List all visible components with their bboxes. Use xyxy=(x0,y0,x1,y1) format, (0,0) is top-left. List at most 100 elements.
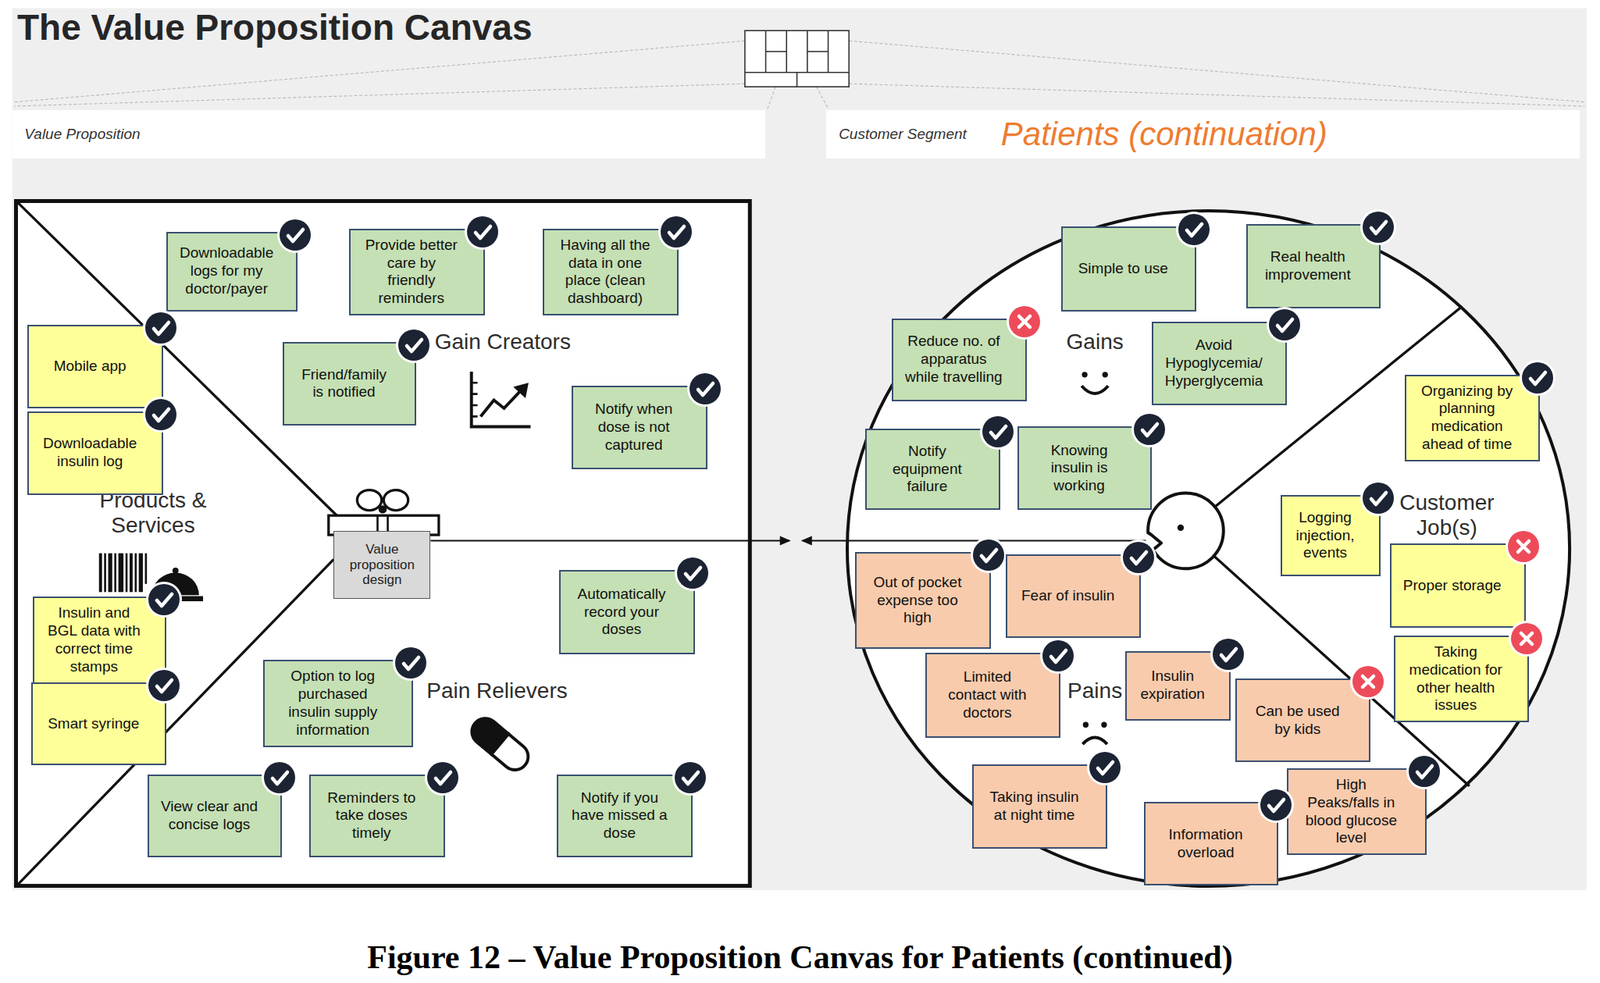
mark-disc xyxy=(1260,789,1292,821)
canvas-thumbnail xyxy=(744,30,849,87)
customer-profile-circle: GainsCustomer Job(s)PainsSimple to useRe… xyxy=(845,209,1572,888)
mark-disc xyxy=(145,399,177,431)
thumbnail-line xyxy=(765,30,767,73)
profile-dividers xyxy=(1214,306,1470,786)
mark-disc xyxy=(677,557,709,589)
mark-disc xyxy=(466,216,499,248)
face-mouth-gap xyxy=(1143,531,1162,555)
section-heading: Customer Segment xyxy=(838,125,967,143)
sticky-note: Taking medication for other health issue… xyxy=(1393,635,1529,723)
note-text: Limited contact with doctors xyxy=(937,668,1037,722)
mark-disc xyxy=(145,312,177,344)
sticky-note: Insulin expiration xyxy=(1125,651,1231,721)
mark-ring xyxy=(1257,787,1294,824)
section-label-box: Gains xyxy=(1066,329,1124,355)
arrowhead xyxy=(780,536,792,546)
mark-glyph xyxy=(981,549,997,562)
mark-icon xyxy=(1350,663,1387,700)
note-text: Notify equipment failure xyxy=(877,442,977,496)
mark-glyph xyxy=(1277,319,1293,332)
sticky-note: Real health improvement xyxy=(1246,224,1381,308)
mark-glyph xyxy=(1417,766,1433,778)
mark-ring xyxy=(464,213,501,250)
mark-icon xyxy=(1210,636,1247,673)
check-mark xyxy=(1039,637,1077,675)
mark-glyph xyxy=(156,680,172,692)
mark-glyph xyxy=(1051,650,1066,663)
mark-ring xyxy=(424,759,461,796)
mark-ring xyxy=(1131,411,1168,448)
thumbnail-line xyxy=(807,50,829,53)
mark-glyph xyxy=(403,657,419,670)
note-text: Taking medication for other health issue… xyxy=(1406,643,1505,715)
thumbnail-line xyxy=(744,71,849,74)
mark-disc xyxy=(279,219,311,251)
mark-disc xyxy=(982,416,1014,448)
mark-ring xyxy=(1006,303,1043,340)
perspective-line xyxy=(848,83,1585,107)
thumbnail-line xyxy=(796,72,799,87)
barcode-bar xyxy=(129,553,133,593)
mark-ring xyxy=(1175,211,1212,248)
mark-ring xyxy=(277,217,314,254)
check-mark xyxy=(145,580,183,619)
gift-lid xyxy=(328,490,439,536)
section-label: Pain Relievers xyxy=(426,678,568,703)
sticky-note: Downloadable insulin log xyxy=(27,411,164,496)
connector-line xyxy=(430,540,789,542)
note-text: Avoid Hypoglycemia/ Hyperglycemia xyxy=(1164,336,1263,390)
mark-disc xyxy=(395,647,427,679)
mark-disc xyxy=(1212,638,1244,670)
thumbnail-frame xyxy=(744,30,849,87)
perspective-lines xyxy=(14,40,1585,110)
mark-ring xyxy=(261,759,298,796)
sticky-note: Can be used by kids xyxy=(1235,678,1370,763)
sticky-note: Having all the data in one place (clean … xyxy=(542,228,679,316)
check-mark xyxy=(671,759,710,797)
smiley-eye xyxy=(1102,371,1109,378)
thumbnail-line xyxy=(827,30,830,73)
box-text: Value proposition design xyxy=(337,541,427,588)
sticky-note: Notify if you have missed a dose xyxy=(556,774,693,858)
chart-arrowhead xyxy=(513,382,529,399)
figure-caption-box: Figure 12 – Value Proposition Canvas for… xyxy=(0,938,1600,977)
value-map-square: Gain CreatorsProducts & ServicesPain Rel… xyxy=(14,199,752,888)
connector-arrow xyxy=(430,536,1146,546)
mark-icon xyxy=(1360,480,1397,517)
chart-icon xyxy=(471,371,531,428)
mark-ring xyxy=(1086,749,1123,786)
sticky-note: Notify equipment failure xyxy=(865,428,1000,511)
mark-disc xyxy=(398,329,430,361)
mark-disc xyxy=(427,762,459,794)
section-label-box: Customer Job(s) xyxy=(1386,490,1509,541)
sad-icon xyxy=(1082,722,1107,745)
mark-disc xyxy=(1042,640,1074,672)
sticky-note: Organizing by planning medication ahead … xyxy=(1404,374,1540,462)
note-text: Real health improvement xyxy=(1258,248,1358,285)
note-text: Simple to use xyxy=(1073,260,1173,278)
mark-disc xyxy=(689,373,721,405)
note-text: Reduce no. of apparatus while travelling xyxy=(904,332,1003,386)
mark-icon xyxy=(395,327,432,364)
check-mark xyxy=(1175,210,1213,249)
mark-ring xyxy=(672,759,709,796)
sticky-note: Automatically record your doses xyxy=(559,570,695,654)
mark-icon xyxy=(392,644,429,681)
cloche-icon xyxy=(147,567,204,602)
mark-disc xyxy=(1521,362,1554,394)
mark-glyph xyxy=(1371,221,1387,234)
mark-disc xyxy=(1408,755,1440,788)
mark-icon xyxy=(464,213,501,250)
mark-ring xyxy=(1360,480,1397,517)
mark-glyph xyxy=(153,322,169,335)
segment-name: Patients (continuation) xyxy=(1001,115,1328,154)
sticky-note: Friend/family is notified xyxy=(282,342,417,426)
mark-ring xyxy=(142,310,179,346)
face-mouth xyxy=(1148,532,1162,553)
pill-half xyxy=(466,712,509,755)
note-text: Information overload xyxy=(1156,826,1255,863)
cross-mark xyxy=(1349,662,1387,701)
barcode-bar xyxy=(134,553,137,593)
sticky-note: Knowing insulin is working xyxy=(1017,426,1152,510)
mark-icon xyxy=(979,413,1016,450)
